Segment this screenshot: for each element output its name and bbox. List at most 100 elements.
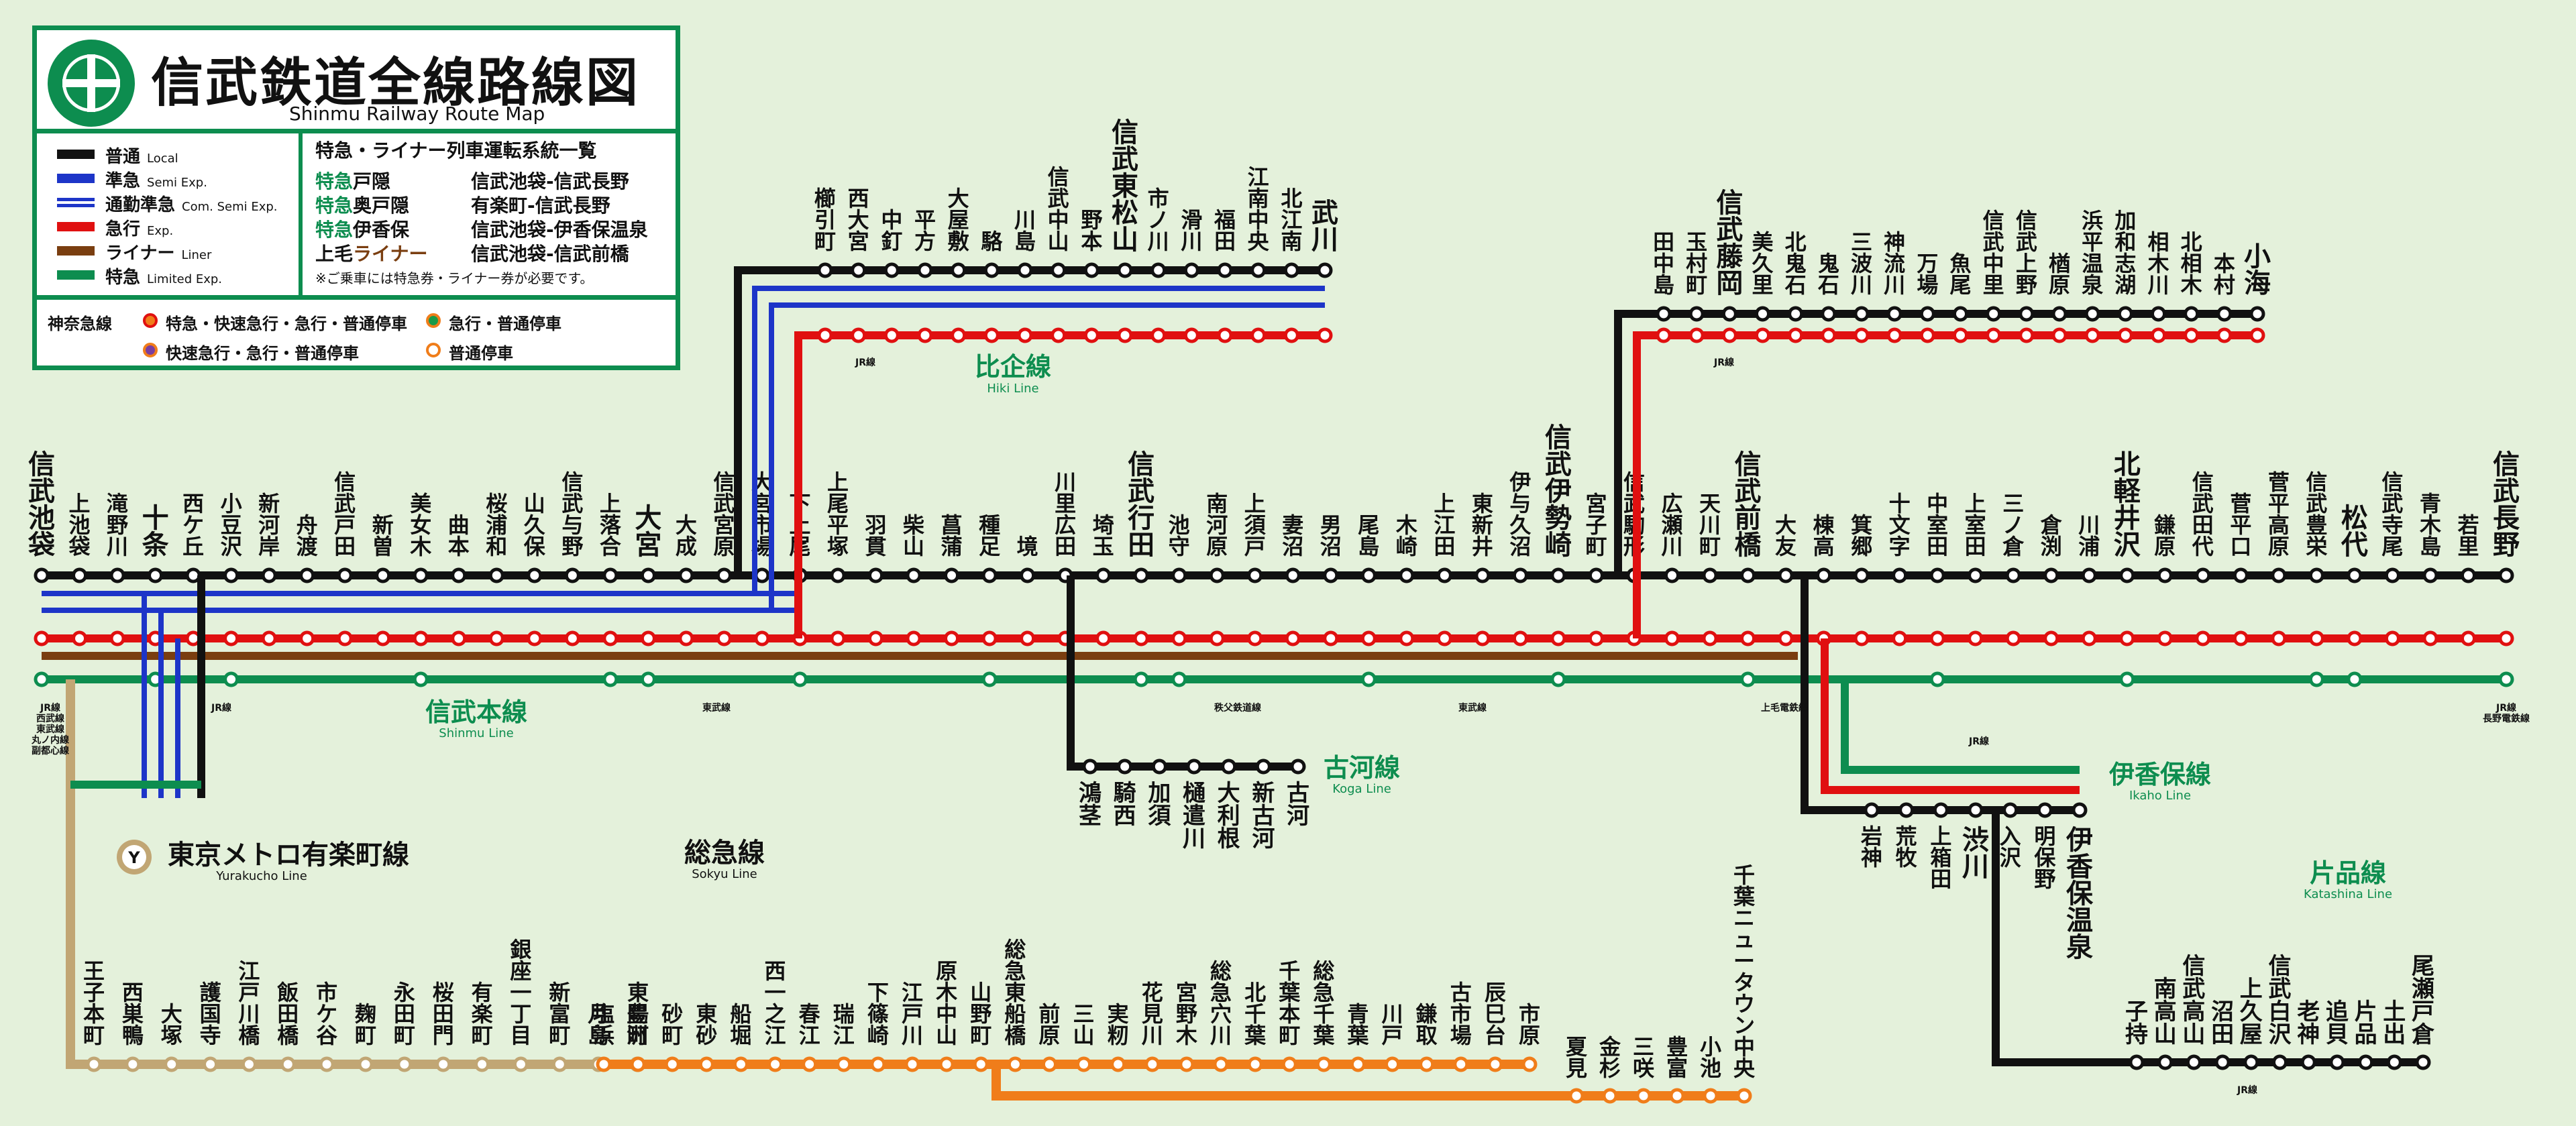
station-local (1588, 567, 1604, 583)
station-marker (870, 1056, 886, 1072)
svg-text:市: 市 (1519, 1001, 1540, 1027)
svg-text:北: 北 (1244, 980, 1266, 1005)
ikaho-line-name: 伊香保線 (2108, 760, 2211, 789)
sokyu-branch-line (991, 1064, 1744, 1101)
svg-text:国: 国 (200, 1001, 221, 1027)
svg-text:沼: 沼 (1509, 534, 1531, 559)
station-local (1323, 567, 1339, 583)
svg-text:浦: 浦 (486, 512, 507, 538)
svg-text:町: 町 (1686, 272, 1707, 298)
svg-text:田: 田 (334, 534, 356, 559)
svg-text:北: 北 (2114, 449, 2141, 480)
svg-text:香: 香 (2066, 852, 2093, 883)
svg-text:尾: 尾 (1949, 272, 1971, 298)
svg-text:保: 保 (2034, 845, 2056, 870)
station-exp (1512, 630, 1528, 646)
svg-text:須: 須 (1244, 512, 1267, 538)
station-name: 土出 (2383, 999, 2406, 1048)
station-local (223, 567, 239, 583)
station-local (1095, 567, 1112, 583)
station-marker (1919, 327, 1935, 343)
svg-text:老: 老 (2297, 999, 2320, 1025)
svg-text:青: 青 (2420, 491, 2441, 516)
svg-text:江: 江 (238, 958, 260, 984)
svg-text:子: 子 (2125, 999, 2148, 1025)
svg-text:門: 門 (433, 1023, 454, 1048)
svg-text:塚: 塚 (161, 1023, 182, 1048)
svg-text:川: 川 (1884, 272, 1905, 298)
station-name: 美女木 (409, 491, 431, 559)
svg-text:蒲: 蒲 (941, 534, 963, 559)
station-marker (851, 262, 867, 278)
svg-text:字: 字 (1889, 534, 1911, 559)
svg-text:保: 保 (524, 534, 546, 559)
station-marker (1117, 758, 1133, 775)
station-marker (630, 1056, 646, 1072)
svg-text:小: 小 (2244, 241, 2271, 272)
station-local (527, 567, 543, 583)
svg-text:十: 十 (1889, 491, 1911, 516)
station-exp (716, 630, 732, 646)
station-marker (2002, 802, 2019, 818)
station-name: 大宮 (635, 503, 661, 561)
svg-text:野: 野 (970, 1001, 991, 1027)
station-marker (2272, 1054, 2288, 1070)
svg-text:戸: 戸 (1382, 1023, 1403, 1048)
station-marker (596, 1056, 612, 1072)
station-name: 市ケ谷 (316, 980, 337, 1048)
hiki-line-name-en: Hiki Line (987, 382, 1038, 396)
svg-text:山: 山 (2154, 1021, 2177, 1048)
svg-text:西: 西 (182, 491, 204, 516)
legend-exp-en: Exp. (147, 224, 174, 238)
limited-service-row: 特急伊香保信武池袋-伊香保温泉 (315, 215, 648, 242)
svg-text:町: 町 (394, 1023, 415, 1048)
station-name: 小豆沢 (221, 491, 243, 559)
svg-text:村: 村 (1686, 251, 1707, 276)
service-route: 有楽町-信武長野 (471, 194, 610, 217)
station-name: 永田町 (394, 980, 415, 1048)
station-exp (2384, 630, 2400, 646)
svg-text:舟: 舟 (297, 512, 318, 538)
koga-line (1067, 575, 1298, 771)
station-name: 岩神 (1861, 824, 1882, 870)
exp-swatch (57, 222, 95, 231)
svg-text:ー: ー (1733, 948, 1755, 974)
svg-text:川: 川 (1055, 469, 1076, 495)
station-name: 木崎 (1395, 512, 1417, 559)
station-exp (564, 630, 580, 646)
svg-text:宮: 宮 (1585, 491, 1607, 516)
station-name: 野本 (1081, 207, 1102, 254)
svg-text:豊: 豊 (627, 1001, 648, 1027)
station-exp (1020, 630, 1036, 646)
station-marker (2184, 327, 2200, 343)
legend-liner-en: Liner (181, 248, 212, 262)
station-name: 鎌取 (1416, 1001, 1438, 1048)
svg-text:木: 木 (1395, 512, 1417, 538)
station-marker (817, 327, 833, 343)
station-name: 万場 (1917, 251, 1938, 298)
svg-text:高: 高 (2182, 999, 2205, 1025)
station-marker (551, 1056, 568, 1072)
station-ltd (1929, 671, 1945, 687)
svg-text:巳: 巳 (1485, 1001, 1506, 1027)
service-route: 信武池袋-伊香保温泉 (471, 219, 648, 241)
station-name: 美久里 (1752, 229, 1773, 298)
svg-text:代: 代 (2341, 530, 2368, 561)
svg-text:西: 西 (1114, 803, 1136, 830)
station-marker (2051, 306, 2068, 322)
svg-text:久: 久 (524, 512, 545, 538)
station-local (2271, 567, 2287, 583)
svg-text:市: 市 (1148, 186, 1169, 211)
svg-text:岡: 岡 (1716, 268, 1743, 299)
svg-text:原: 原 (2154, 534, 2176, 559)
station-local (1209, 567, 1225, 583)
station-exp (1664, 630, 1680, 646)
station-name: 瑞江 (833, 1001, 855, 1048)
